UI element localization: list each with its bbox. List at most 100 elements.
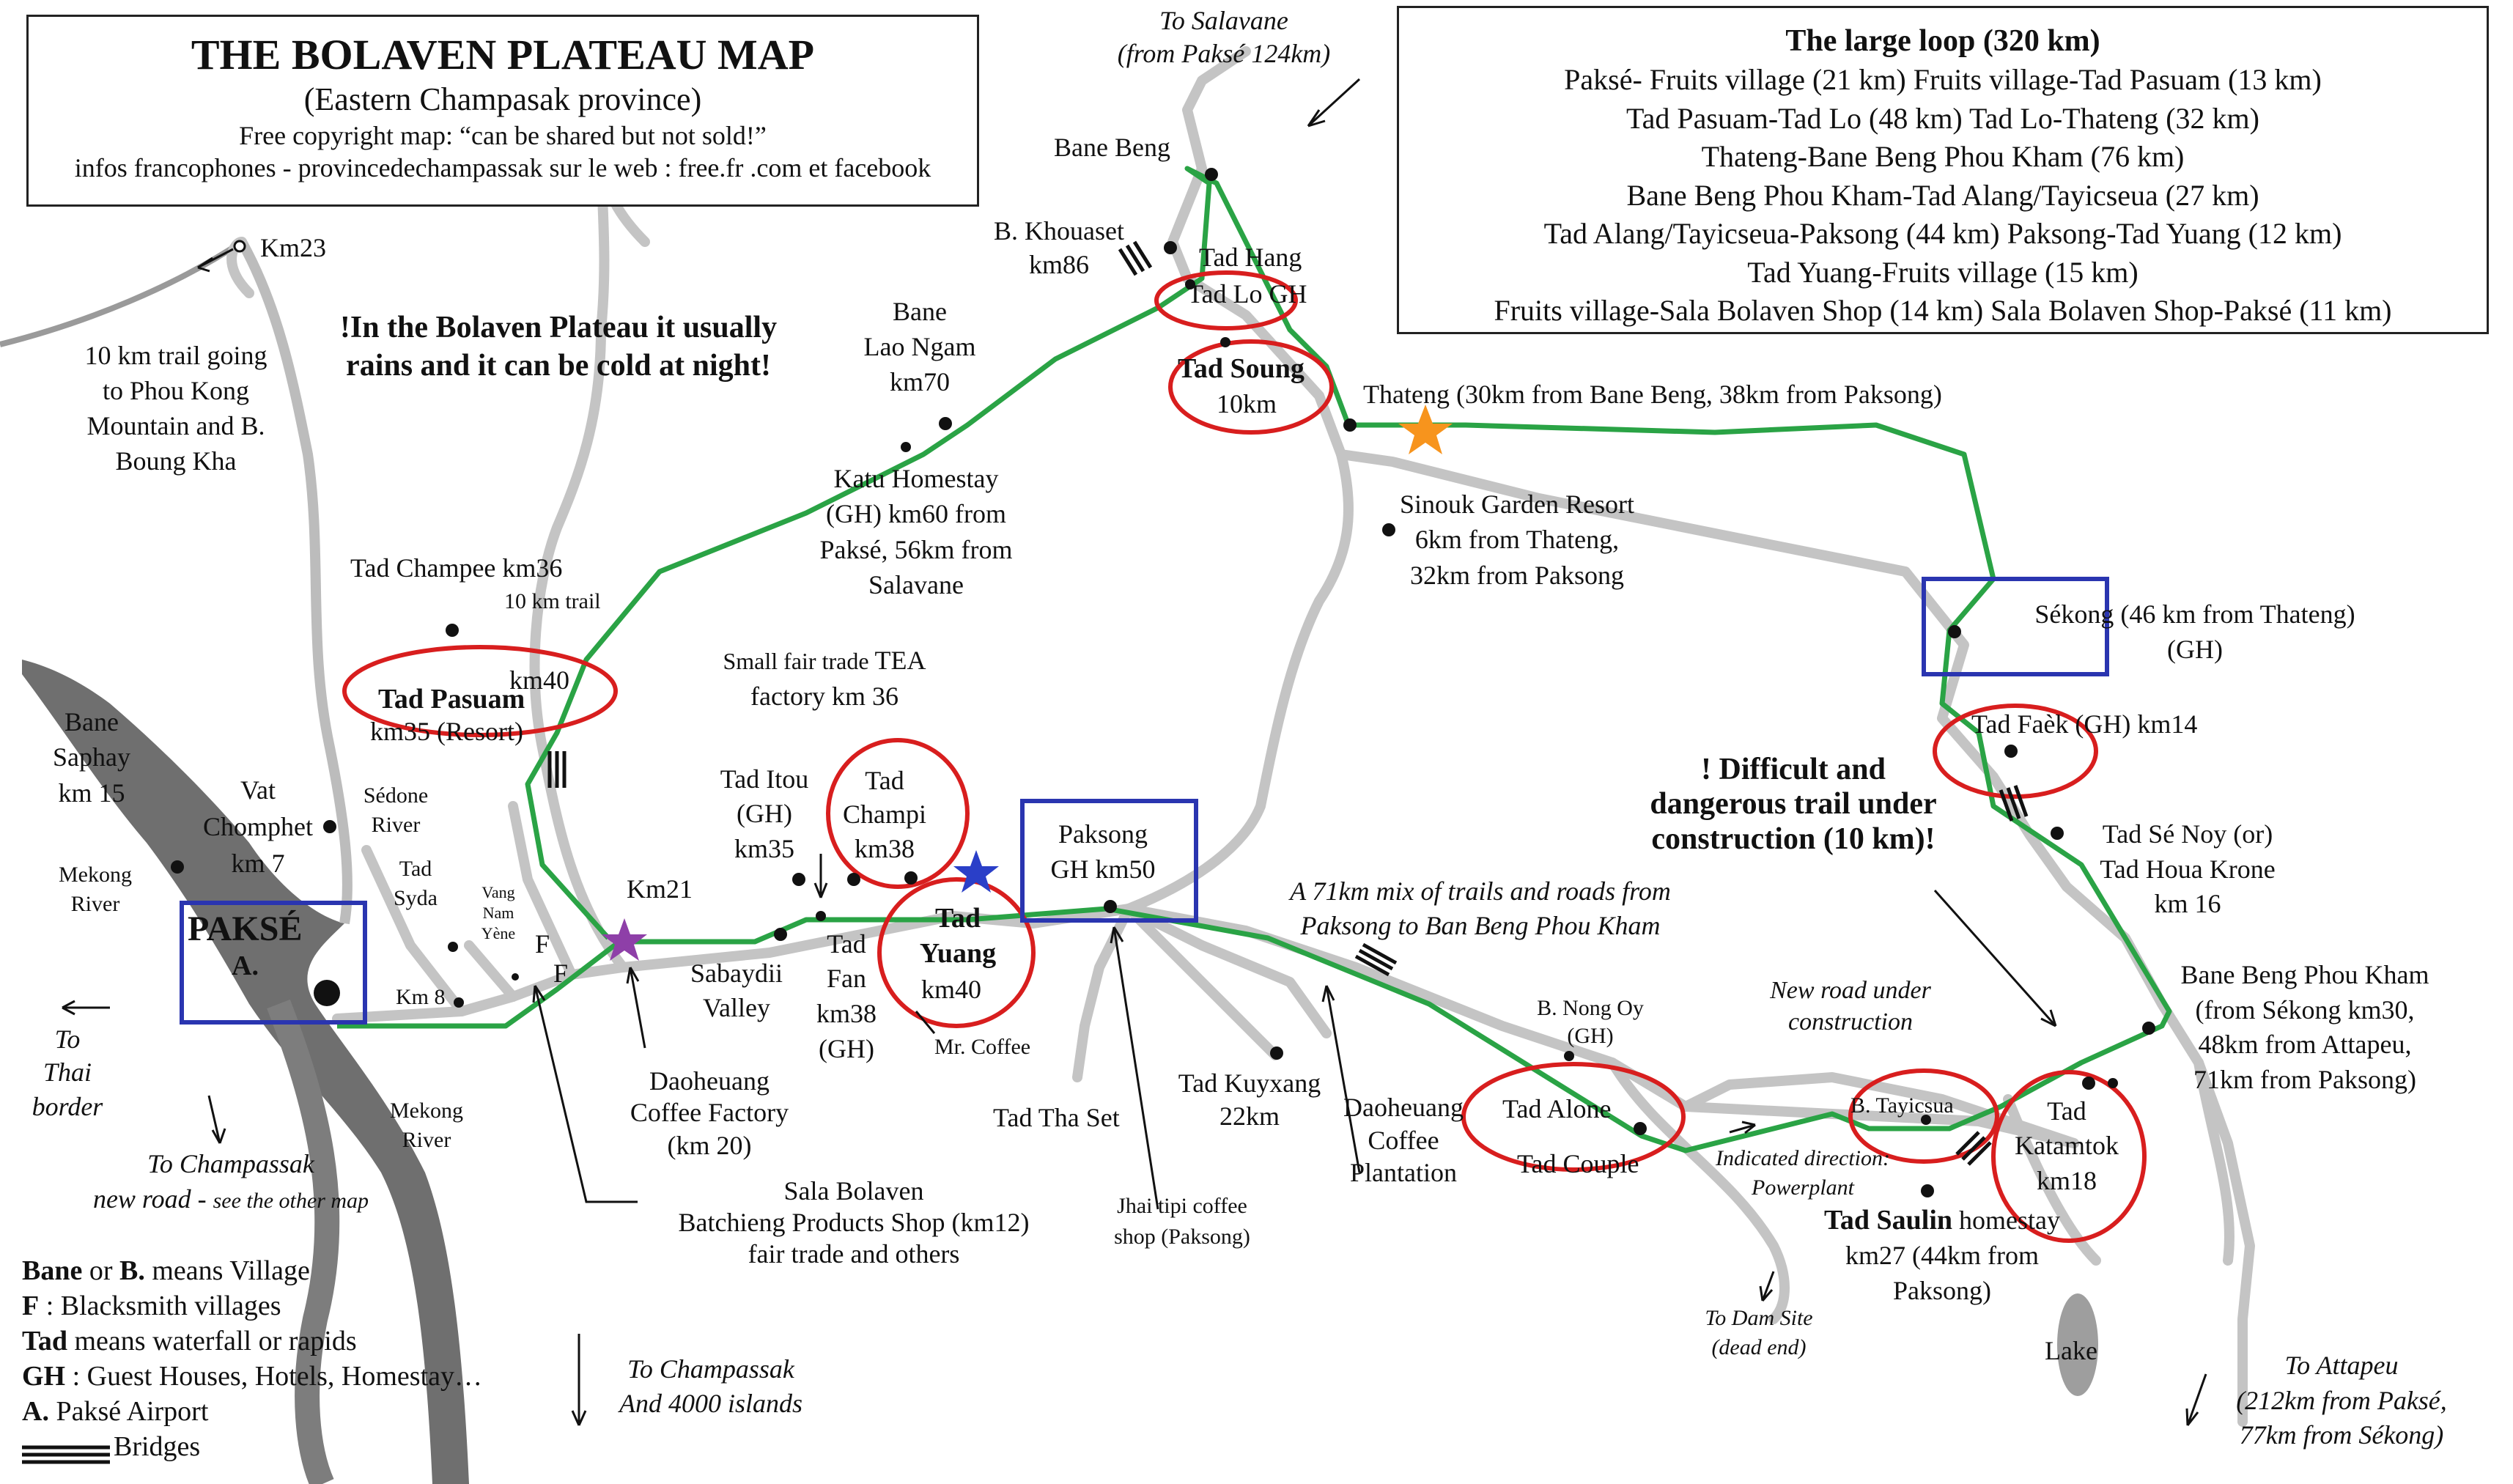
label-sekong: Sékong (46 km from Thateng)(GH) [2034, 599, 2355, 664]
loop-item: Bane Beng Phou Kham-Tad Alang/Tayicseua … [1626, 178, 2259, 212]
label-blacksmith-f1: F [535, 929, 550, 959]
legend-airport: A. Paksé Airport [22, 1396, 209, 1427]
label-km21: Km21 [627, 874, 693, 904]
waterfall-highlights [342, 270, 2147, 1243]
label-tad-pasuam: Tad Pasuam [378, 684, 525, 715]
lake [2057, 1293, 2098, 1396]
loop-item: Tad Alang/Tayicseua-Paksong (44 km) Paks… [1543, 217, 2342, 250]
legend-f: F : Blacksmith villages [22, 1291, 281, 1321]
label-tad-champee: Tad Champee km36 [350, 553, 562, 583]
bridge-markers [22, 240, 2029, 1464]
map-title: THE BOLAVEN PLATEAU MAP [191, 31, 815, 78]
label-indicated-direction: Indicated direction:Powerplant [1715, 1146, 1890, 1200]
star-thateng [1398, 405, 1453, 454]
label-blacksmith-f2: F [553, 959, 568, 988]
label-pakse-airport: A. [232, 950, 259, 981]
label-b-tayicsua: B. Tayicsua [1850, 1093, 1954, 1118]
legend-bridges: Bridges [114, 1431, 201, 1462]
label-to-salavane: To Salavane(from Paksé 124km) [1118, 6, 1331, 68]
legend-bane: Bane or B. means Village [22, 1255, 310, 1286]
map-copyright: Free copyright map: “can be shared but n… [239, 121, 767, 150]
label-tad-soung-km: 10km [1217, 389, 1277, 418]
label-tad-soung: Tad Soung [1178, 353, 1305, 384]
leader-lines [62, 78, 2207, 1426]
loop-item: Thateng-Bane Beng Phou Kham (76 km) [1701, 140, 2185, 173]
label-tad-pasuam-km: km35 (Resort) [370, 717, 523, 746]
sedone-river [237, 239, 353, 925]
loop-item: Fruits village-Sala Bolaven Shop (14 km)… [1494, 294, 2392, 327]
label-tad-couple: Tad Couple [1517, 1149, 1639, 1178]
star-paksong [953, 850, 999, 893]
map-subtitle: (Eastern Champasak province) [303, 81, 702, 117]
town-boxes [180, 577, 2109, 1025]
label-to-attapeu: To Attapeu(212km from Paksé,77km from Sé… [2236, 1351, 2447, 1450]
label-lake: Lake [2045, 1336, 2097, 1365]
label-tad-lo-gh: Tad Lo GH [1187, 279, 1307, 309]
label-tad-tha-set: Tad Tha Set [993, 1103, 1120, 1132]
label-tad-alone: Tad Alone [1502, 1094, 1611, 1123]
label-thateng: Thateng (30km from Bane Beng, 38km from … [1363, 380, 1942, 409]
legend-gh: GH : Guest Houses, Hotels, Homestay… [22, 1361, 483, 1392]
loop-item: Tad Yuang-Fruits village (15 km) [1747, 255, 2139, 289]
map-legend: Bane or B. means Village F : Blacksmith … [22, 1253, 482, 1464]
loop-item: Tad Pasuam-Tad Lo (48 km) Tad Lo-Thateng… [1626, 101, 2259, 135]
label-km23: Km23 [260, 233, 326, 262]
label-pakse: PAKSÉ [188, 909, 302, 948]
label-tad-itou: Tad Itou(GH)km35 [720, 764, 808, 863]
loop-item: Paksé- Fruits village (21 km) Fruits vil… [1564, 63, 2322, 96]
legend-tad: Tad means waterfall or rapids [22, 1326, 357, 1356]
label-km8: Km 8 [396, 985, 446, 1009]
label-tad-yuang-km: km40 [921, 975, 981, 1004]
label-tad-hang: Tad Hang [1199, 243, 1302, 272]
label-bane-beng-phou-kham: Bane Beng Phou Kham(from Sékong km30,48k… [2181, 960, 2429, 1094]
large-loop-box: The large loop (320 km) Paksé- Fruits vi… [1397, 6, 2489, 334]
large-loop-title: The large loop (320 km) [1785, 24, 2100, 58]
label-b-nong-oy: B. Nong Oy(GH) [1537, 996, 1644, 1048]
mekong-river-channel [267, 999, 340, 1484]
label-mr-coffee: Mr. Coffee [934, 1035, 1030, 1059]
label-to-dam-site: To Dam Site(dead end) [1705, 1306, 1812, 1359]
label-tad-faek: Tad Faèk (GH) km14 [1971, 709, 2197, 739]
star-km21 [602, 918, 647, 961]
map-infos: infos francophones - provincedechampassa… [74, 153, 931, 182]
title-box: THE BOLAVEN PLATEAU MAP (Eastern Champas… [26, 15, 979, 207]
label-trail-10km: 10 km trail [504, 589, 601, 613]
location-dots [171, 168, 2155, 1197]
river-upper-left [0, 239, 244, 347]
label-bane-beng: Bane Beng [1054, 133, 1170, 162]
